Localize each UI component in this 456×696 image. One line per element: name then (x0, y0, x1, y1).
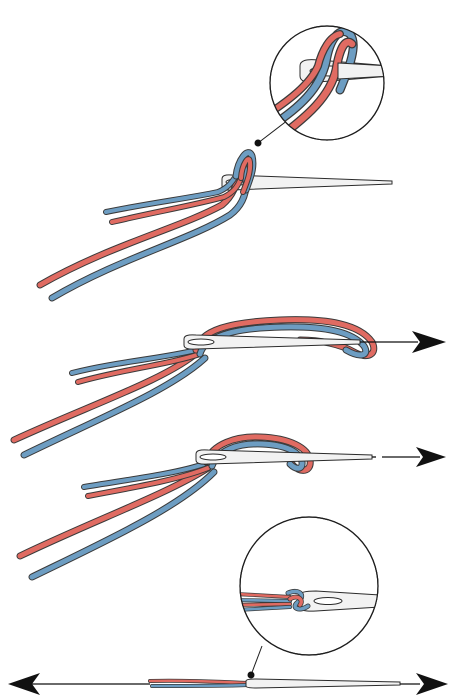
zoom-leader-step-4 (251, 646, 262, 675)
zoom-lens-step-4 (236, 517, 380, 655)
step-1-panel (40, 26, 392, 298)
zoom-pointer-dot (248, 672, 255, 679)
step-3-panel (20, 437, 446, 577)
arrow-right-icon (416, 673, 448, 695)
needle-eye-step-3 (200, 454, 226, 460)
zoom-leader-step-1 (258, 120, 288, 143)
needle-step-4 (246, 679, 400, 688)
step-2-panel (14, 320, 446, 455)
needle-eye-step-2 (188, 339, 214, 345)
thread-step-1 (40, 153, 253, 298)
zoom-pointer-dot (255, 140, 262, 147)
step-4-panel (8, 517, 448, 695)
zoom-lens-step-1 (262, 26, 392, 140)
arrow-right-icon (416, 447, 446, 467)
thread-step-4 (150, 681, 248, 686)
